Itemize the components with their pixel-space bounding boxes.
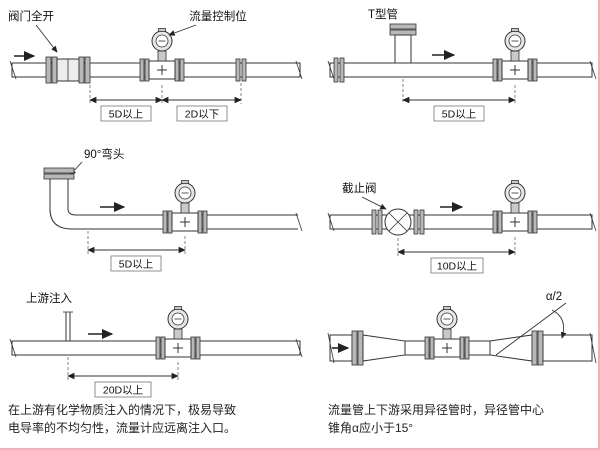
tee-branch bbox=[389, 23, 417, 64]
dimension-label: 5D以上 bbox=[109, 109, 143, 121]
dimension-label: 5D以上 bbox=[119, 259, 153, 271]
downstream-flange bbox=[235, 58, 247, 82]
reducer-cone-right bbox=[489, 334, 533, 362]
panel-title: T型管 bbox=[368, 7, 398, 21]
panel-title: 阀门全开 bbox=[8, 9, 54, 23]
dimension-label: 5D以上 bbox=[442, 109, 476, 121]
meter-position-label: 流量控制位 bbox=[189, 9, 247, 23]
flowmeter-icon bbox=[155, 306, 201, 360]
flowmeter-icon bbox=[492, 180, 538, 234]
panel-tee: T型管 5D以上 bbox=[327, 7, 597, 122]
dimension: 10D以上 bbox=[397, 237, 516, 274]
dimension: 5D以上 bbox=[87, 231, 186, 272]
angle-label: α/2 bbox=[546, 291, 562, 303]
flowmeter-icon bbox=[162, 180, 208, 234]
panel-valve-open: 阀门全开 流量控制位 5D以上 2D以下 bbox=[8, 9, 303, 122]
caption-line-1: 流量管上下游采用异径管时，异径管中心 bbox=[328, 402, 544, 417]
dimension: 5D以上 2D以下 bbox=[89, 83, 242, 122]
dimension-label: 2D以下 bbox=[185, 109, 219, 121]
pipe bbox=[329, 214, 593, 230]
caption-line-2: 锥角α应小于15° bbox=[328, 420, 413, 435]
dimension-label: 10D以上 bbox=[437, 261, 477, 273]
pipe-large-right bbox=[542, 334, 593, 362]
pipe bbox=[329, 62, 593, 78]
flange-right bbox=[531, 330, 544, 366]
panel-reducer: α/2 流量管上下游采用异径管时，异径管中心 锥角α应小于15° bbox=[327, 291, 597, 435]
flowmeter-icon bbox=[139, 28, 185, 82]
panel-title: 截止阀 bbox=[342, 181, 377, 195]
angle-arc-arrow bbox=[551, 309, 567, 339]
globe-valve-icon bbox=[371, 208, 425, 236]
elbow-icon bbox=[43, 167, 298, 230]
reducer-cone-left bbox=[362, 334, 406, 362]
flange-left bbox=[351, 330, 364, 366]
angle-annotation: α/2 bbox=[495, 291, 567, 356]
caption-line-1: 在上游有化学物质注入的情况下，极易导致 bbox=[8, 402, 236, 417]
inlet-flange bbox=[333, 57, 345, 83]
dimension: 20D以上 bbox=[67, 357, 179, 398]
injection-tube bbox=[63, 311, 73, 341]
gate-valve-icon bbox=[45, 56, 91, 84]
flowmeter-icon bbox=[492, 28, 538, 82]
panel-title: 上游注入 bbox=[26, 291, 72, 305]
panel-globe-valve: 截止阀 10D以上 bbox=[327, 180, 597, 274]
leader-arrow bbox=[361, 196, 387, 210]
caption-line-2: 电导率的不均匀性，流量计应远离注入口。 bbox=[8, 420, 236, 435]
panel-elbow: 90°弯头 5D以上 bbox=[43, 147, 303, 272]
dimension: 5D以上 bbox=[402, 79, 516, 122]
flowmeter-icon bbox=[424, 306, 470, 360]
leader-arrow bbox=[35, 24, 58, 53]
leader-arrow bbox=[168, 24, 197, 36]
dimension-label: 20D以上 bbox=[103, 385, 143, 397]
panel-title: 90°弯头 bbox=[84, 147, 124, 161]
panel-injection: 上游注入 20D以上 在上游有化学物质注入的情况下，极易导致 电导率的不均匀性，… bbox=[8, 291, 303, 435]
